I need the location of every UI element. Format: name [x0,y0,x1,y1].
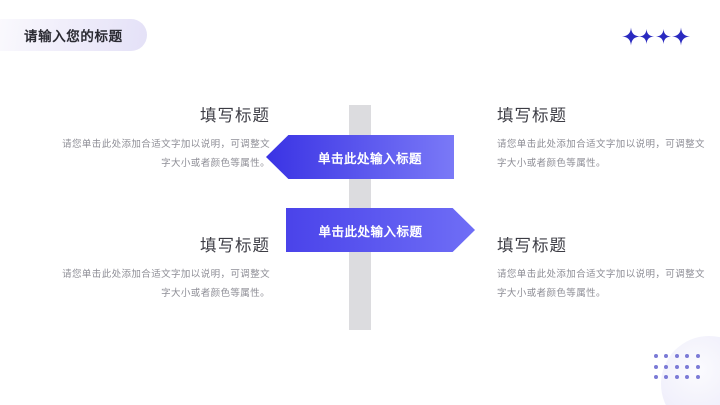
content-block-title: 填写标题 [497,237,567,255]
grid-dot [654,375,658,380]
content-block-title: 填写标题 [497,107,567,125]
grid-dot [664,354,669,358]
grid-dot [685,364,690,369]
page-title: 请输入您的标题 [24,29,123,44]
content-block-body: 请您单击此处添加合适文字加以说明，可调整文字大小或者颜色等属性。 [497,139,705,169]
grid-dot [654,354,658,358]
content-block-title: 填写标题 [200,107,270,125]
sparkle-four-point-star-icon [656,29,671,44]
arrow-right-shape-icon [286,208,475,252]
content-block-top-right: 填写标题 请您单击此处添加合适文字加以说明，可调整文字大小或者颜色等属性。 [497,102,705,173]
grid-dot [674,354,679,358]
arrow-left-shape-icon [266,135,454,179]
grid-dot [654,364,658,369]
content-block-body: 请您单击此处添加合适文字加以说明，可调整文字大小或者颜色等属性。 [62,139,270,169]
grid-dot [674,375,679,380]
grid-dot [664,364,669,369]
content-block-top-left: 填写标题 请您单击此处添加合适文字加以说明，可调整文字大小或者颜色等属性。 [62,102,270,173]
grid-dot [695,364,700,369]
grid-dot [685,354,690,358]
dot-grid-icon [654,354,706,386]
content-block-bottom-left: 填写标题 请您单击此处添加合适文字加以说明，可调整文字大小或者颜色等属性。 [62,232,270,303]
sparkle-four-point-star-icon [672,27,690,46]
grid-dot [664,375,669,380]
page-title-pill[interactable]: 请输入您的标题 [0,19,147,51]
sparkle-decoration-group [622,27,690,46]
arrow-banner-right[interactable]: 单击此处输入标题 [286,208,475,252]
content-block-body: 请您单击此处添加合适文字加以说明，可调整文字大小或者颜色等属性。 [62,269,270,299]
arrow-left-label: 单击此处输入标题 [317,151,422,166]
content-block-body: 请您单击此处添加合适文字加以说明，可调整文字大小或者颜色等属性。 [497,269,705,299]
sparkle-four-point-star-icon [622,27,640,46]
arrow-right-label: 单击此处输入标题 [318,224,423,239]
content-block-bottom-right: 填写标题 请您单击此处添加合适文字加以说明，可调整文字大小或者颜色等属性。 [497,232,705,303]
grid-dot [685,375,690,380]
sparkle-four-point-star-icon [639,29,654,44]
arrow-banner-left[interactable]: 单击此处输入标题 [266,135,454,179]
grid-dot [695,375,700,380]
grid-dot [674,364,679,369]
grid-dot [695,354,700,358]
content-block-title: 填写标题 [200,237,270,255]
